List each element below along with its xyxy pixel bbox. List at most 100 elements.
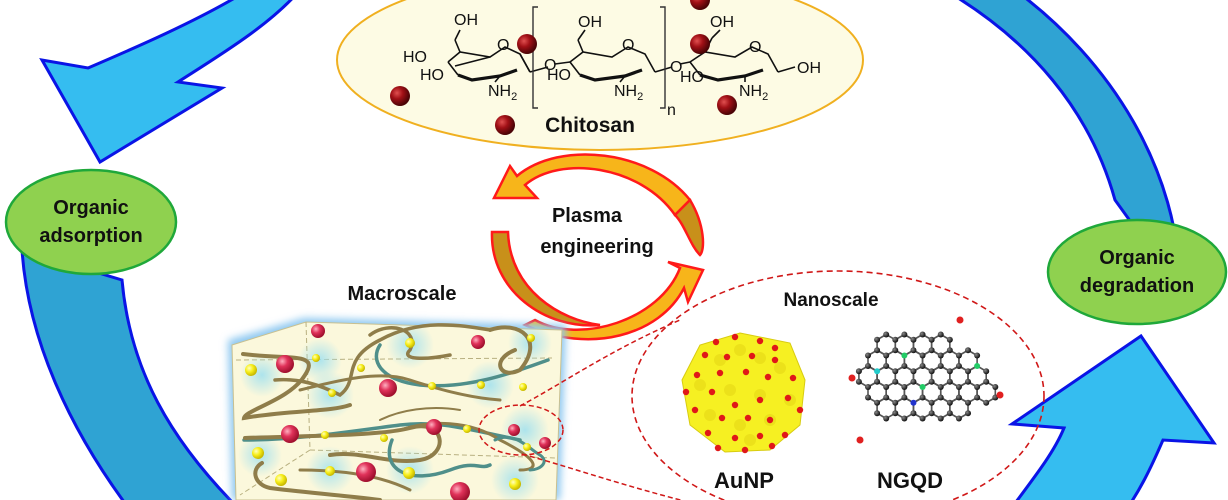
bead <box>245 364 257 376</box>
bead <box>717 95 737 115</box>
ho-label: HO <box>547 67 571 84</box>
ngqd-atom <box>955 384 962 390</box>
ngqd-atom <box>892 347 899 354</box>
aunp-site <box>682 388 690 396</box>
ngqd-atom <box>910 368 917 375</box>
ngqd-atom <box>965 368 972 375</box>
ngqd-atom <box>937 331 944 338</box>
aunp-site <box>789 374 797 382</box>
aunp-site <box>756 432 764 440</box>
aunp-site <box>731 401 739 409</box>
oh-label: OH <box>454 12 478 29</box>
chitosan-ring-middle <box>554 29 673 83</box>
ngqd-atom <box>983 368 990 375</box>
bead <box>471 335 485 349</box>
aunp-site <box>766 416 774 424</box>
bead <box>690 0 710 10</box>
aunp-site <box>714 444 722 452</box>
aunp-site <box>716 369 724 377</box>
ngqd-atom <box>928 410 935 417</box>
aunp-site <box>771 344 779 352</box>
ngqd-atom <box>865 384 871 390</box>
bead <box>463 425 471 433</box>
ngqd-atom <box>910 378 917 385</box>
node-organic-adsorption: Organic adsorption <box>4 168 178 276</box>
plasma-line1: Plasma <box>552 205 623 227</box>
ngqd-atom <box>928 368 935 375</box>
ngqd-atom <box>892 410 899 417</box>
ho-label: HO <box>420 67 444 84</box>
bead <box>403 467 415 479</box>
ngqd-molecule <box>848 316 1004 444</box>
aunp-site <box>748 352 756 360</box>
ring-oxygen-label: O <box>497 37 509 54</box>
bead <box>281 425 299 443</box>
bead <box>539 437 551 449</box>
aunp-site <box>731 434 739 442</box>
ngqd-atom <box>946 378 953 385</box>
bead <box>517 34 537 54</box>
aunp-site <box>796 406 804 414</box>
aunp-site <box>781 431 789 439</box>
oh-label: OH <box>797 60 821 77</box>
glycosidic-oxygen-label: O <box>544 57 556 74</box>
aunp-red-sites <box>682 333 804 454</box>
bead <box>527 334 535 342</box>
ngqd-atom <box>928 336 935 343</box>
bead <box>450 482 470 500</box>
ngqd-atom <box>901 363 908 369</box>
bead <box>519 383 527 391</box>
bead <box>321 431 329 439</box>
ngqd-atom <box>883 352 890 359</box>
bead <box>275 474 287 486</box>
ngqd-atom <box>937 352 944 359</box>
aunp-site <box>742 368 750 376</box>
ngqd-atom <box>928 378 935 385</box>
ngqd-atom <box>901 394 908 401</box>
ngqd-atom <box>965 399 972 406</box>
repeat-n-label: n <box>667 102 676 119</box>
ngqd-oxygen-atom <box>856 436 864 444</box>
ngqd-atom <box>946 347 953 354</box>
aunp-site <box>744 414 752 422</box>
nanoscale-dashed-circle <box>631 270 1045 500</box>
ngqd-atom <box>883 384 890 390</box>
chitosan-panel: OH HO HO O NH2 O OH HO O NH2 n O OH HO O… <box>336 0 864 151</box>
ngqd-atom <box>874 399 881 406</box>
ngqd-atom <box>946 399 953 406</box>
aunp-site <box>712 338 720 346</box>
nh2-label: NH2 <box>488 83 517 103</box>
aunp-site <box>771 356 779 364</box>
node-adsorption-line1: Organic <box>53 197 129 219</box>
ngqd-atom <box>965 347 972 354</box>
ho-label: HO <box>403 49 427 66</box>
bead <box>276 355 294 373</box>
ngqd-atom <box>901 352 908 359</box>
ngqd-atom <box>919 394 926 401</box>
ngqd-atom <box>874 378 881 385</box>
ngqd-atom <box>946 336 953 343</box>
ring-oxygen-label: O <box>622 37 634 54</box>
ngqd-atom <box>901 331 908 338</box>
ngqd-atom <box>955 415 962 422</box>
ngqd-atom <box>946 410 953 417</box>
nh2-label: NH2 <box>614 83 643 103</box>
ngqd-atom <box>865 394 871 401</box>
bead <box>312 354 320 362</box>
ngqd-atom <box>910 347 917 354</box>
ngqd-atom <box>910 336 917 343</box>
nanoscale-panel: Nanoscale AuNP NGQD <box>631 270 1045 500</box>
bead <box>509 478 521 490</box>
ngqd-atom <box>892 378 899 385</box>
ngqd-atom <box>955 363 962 369</box>
ngqd-atom <box>874 410 881 417</box>
bead <box>390 86 410 106</box>
ngqd-atom <box>892 368 899 375</box>
ngqd-label: NGQD <box>877 468 943 493</box>
ngqd-atom <box>910 399 917 406</box>
ngqd-atom <box>928 347 935 354</box>
bead <box>523 443 531 451</box>
ngqd-atom <box>919 363 926 369</box>
bead <box>357 364 365 372</box>
hydrogel-yellow-beads <box>245 334 535 490</box>
